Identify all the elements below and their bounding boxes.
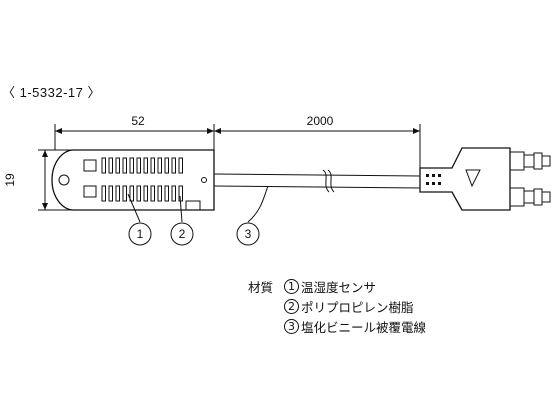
vent-slot xyxy=(136,185,141,202)
vent-slot xyxy=(157,157,162,174)
vent-slot xyxy=(178,185,183,202)
callout-circle-1 xyxy=(128,222,152,246)
callout-label-2: 2 xyxy=(179,227,186,241)
vent-slot xyxy=(150,157,155,174)
leader-line-2 xyxy=(179,195,183,223)
legend-label-1: 温湿度センサ xyxy=(301,279,377,295)
connector-housing xyxy=(419,147,511,211)
leader-line-3 xyxy=(247,185,269,223)
connector-pins xyxy=(426,174,441,185)
vent-slot xyxy=(164,185,169,202)
cable-break-mark-2 xyxy=(327,169,335,193)
vent-slot xyxy=(108,185,113,202)
callout-circle-3 xyxy=(236,222,260,246)
vent-slot xyxy=(157,185,162,202)
connector-arrow xyxy=(465,169,481,188)
vent-slot xyxy=(164,157,169,174)
sensor-square-top xyxy=(83,159,97,172)
legend-label-2: ポリプロピレン樹脂 xyxy=(301,299,414,315)
cable-break-mark-1 xyxy=(322,169,330,193)
callout-label-1: 1 xyxy=(137,227,144,241)
vent-slot xyxy=(129,157,134,174)
legend-label-3: 塩化ビニール被覆電線 xyxy=(301,319,427,335)
dim-label-cable-length: 2000 xyxy=(307,114,334,128)
sensor-body xyxy=(51,149,215,211)
plug-upper xyxy=(509,151,551,171)
cable-bottom-edge xyxy=(213,185,421,189)
vent-slot xyxy=(150,185,155,202)
legend-row: 3 塩化ビニール被覆電線 xyxy=(248,316,426,336)
vent-slot xyxy=(101,157,106,174)
vent-slot xyxy=(136,157,141,174)
vent-slot xyxy=(171,157,176,174)
materials-legend: 材質 1 温湿度センサ 2 ポリプロピレン樹脂 3 塩化ビニール被覆電線 xyxy=(248,276,426,336)
legend-number-3: 3 xyxy=(284,318,299,334)
vent-slot xyxy=(178,157,183,174)
vent-slot xyxy=(108,157,113,174)
sensor-mount-hole xyxy=(58,174,70,186)
plug-lower xyxy=(509,187,551,207)
legend-number-2: 2 xyxy=(284,298,299,314)
part-number: 〈 1-5332-17 〉 xyxy=(2,85,101,100)
sensor-tab xyxy=(185,200,201,211)
leader-line-1 xyxy=(127,193,141,223)
vent-slot xyxy=(115,185,120,202)
vent-slot xyxy=(143,185,148,202)
sensor-dot xyxy=(201,177,207,183)
vent-slot xyxy=(122,185,127,202)
vent-slot xyxy=(101,185,106,202)
vent-slot xyxy=(115,157,120,174)
callout-circle-2 xyxy=(170,222,194,246)
legend-row: 2 ポリプロピレン樹脂 xyxy=(248,296,426,316)
vent-slot xyxy=(122,157,127,174)
vent-slot xyxy=(143,157,148,174)
legend-row: 材質 1 温湿度センサ xyxy=(248,276,426,296)
vent-slot xyxy=(129,185,134,202)
vent-slot xyxy=(171,185,176,202)
sensor-square-bottom xyxy=(83,185,97,198)
dim-label-sensor-height: 19 xyxy=(3,173,17,187)
callout-label-3: 3 xyxy=(245,227,252,241)
legend-number-1: 1 xyxy=(284,278,299,294)
legend-title: 材質 xyxy=(248,279,274,295)
cable-top-edge xyxy=(213,173,421,177)
dim-label-sensor-length: 52 xyxy=(131,114,145,128)
sensor-vent-slots xyxy=(101,157,183,202)
